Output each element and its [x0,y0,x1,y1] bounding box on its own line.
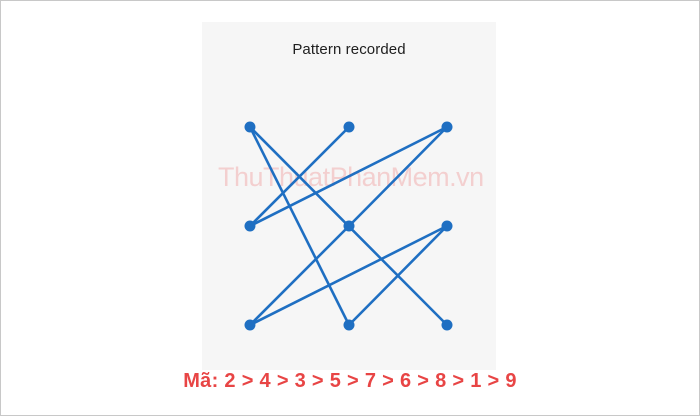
pattern-dot-5[interactable] [343,220,355,232]
pattern-dot-6[interactable] [441,220,453,232]
pattern-dot-1[interactable] [244,121,256,133]
status-text: Pattern recorded [292,41,406,58]
pattern-dot-2[interactable] [343,121,355,133]
pattern-code-label: Mã: 2 > 4 > 3 > 5 > 7 > 6 > 8 > 1 > 9 [183,370,517,392]
pattern-dot-8[interactable] [343,319,355,331]
pattern-dot-4[interactable] [244,220,256,232]
watermark-text: ThuThuatPhanMem.vn [218,162,484,192]
pattern-dot-9[interactable] [441,319,453,331]
pattern-segment-7-6 [248,224,449,327]
pattern-segment-8-1 [248,125,351,327]
pattern-segment-3-5 [347,125,449,228]
pattern-segment-5-7 [248,224,351,327]
pattern-lock-panel: Pattern recorded [202,22,496,370]
pattern-dot-7[interactable] [244,319,256,331]
pattern-segment-4-3 [248,125,449,228]
pattern-dot-3[interactable] [441,121,453,133]
pattern-dots [244,121,453,331]
